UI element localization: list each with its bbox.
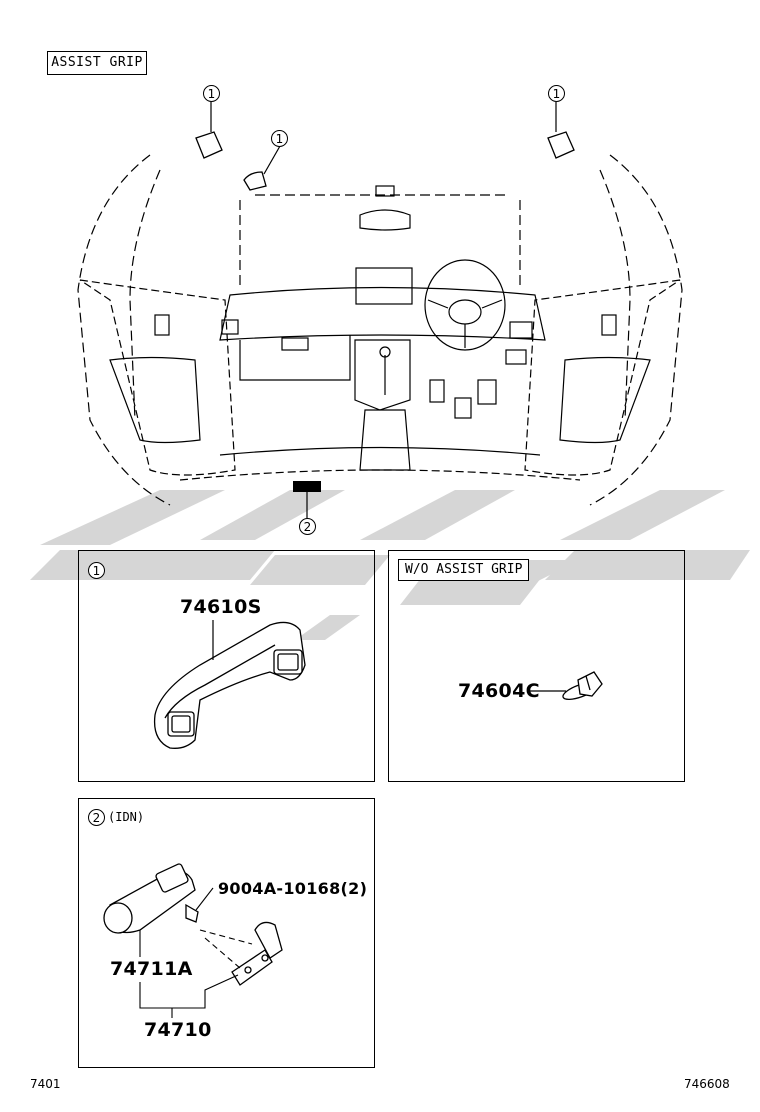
condition-tag: W/O ASSIST GRIP — [398, 559, 530, 581]
part-number-74604C[interactable]: 74604C — [458, 680, 540, 702]
variant-label: (IDN) — [108, 810, 145, 824]
callout-1-center: 1 — [271, 130, 288, 147]
callout-1-left: 1 — [203, 85, 220, 102]
part-marker — [293, 481, 321, 492]
footer-left-code: 7401 — [30, 1077, 61, 1091]
panel-idn — [78, 798, 375, 1068]
part-number-74710[interactable]: 74710 — [144, 1019, 212, 1041]
callout-1-right: 1 — [548, 85, 565, 102]
section-title: ASSIST GRIP — [47, 51, 147, 75]
callout-2-floor: 2 — [299, 518, 316, 535]
panel2-callout: 2 — [88, 809, 105, 826]
part-number-74610S[interactable]: 74610S — [180, 596, 262, 618]
part-number-bolt[interactable]: 9004A-10168(2) — [218, 879, 368, 898]
panel-without-assist-grip — [388, 550, 685, 782]
part-number-74711A[interactable]: 74711A — [110, 958, 193, 980]
footer-right-code: 746608 — [684, 1077, 730, 1091]
panel-assist-grip — [78, 550, 375, 782]
panel1-callout: 1 — [88, 562, 105, 579]
